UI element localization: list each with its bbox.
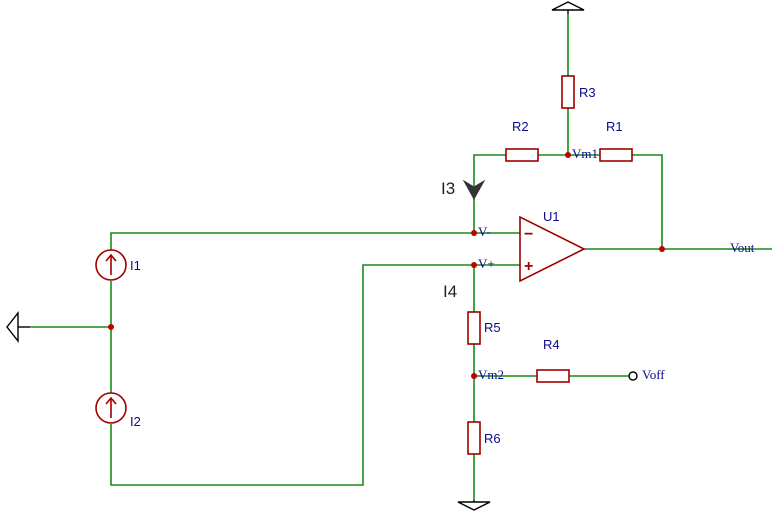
resistor-r5	[467, 311, 481, 345]
net-label-vm1: Vm1	[572, 146, 598, 161]
net-label-vplus: V+	[478, 256, 495, 271]
resistor-r3	[561, 75, 575, 109]
junctions	[108, 152, 665, 379]
resistor-r6	[467, 421, 481, 455]
label-i1: I1	[130, 258, 141, 273]
current-probe-i3-arrow-icon	[462, 179, 486, 201]
junction-vplus	[471, 262, 477, 268]
current-source-i1	[95, 249, 127, 281]
wires	[30, 14, 772, 500]
label-r5: R5	[484, 320, 501, 335]
wire-r1-right	[632, 154, 663, 249]
label-r3: R3	[579, 85, 596, 100]
resistor-r4	[536, 369, 570, 383]
current-source-i2	[95, 392, 127, 424]
ground-icon-bottom	[457, 500, 491, 511]
label-r6: R6	[484, 431, 501, 446]
net-label-voff: Voff	[642, 367, 665, 382]
resistor-r2	[505, 148, 539, 162]
wire-i2-bottom	[110, 264, 474, 486]
ground-icon-top	[551, 1, 585, 14]
label-i2: I2	[130, 414, 141, 429]
opamp-inverting-sign: −	[524, 226, 533, 243]
probe-label-i4: I4	[443, 282, 457, 301]
opamp-noninverting-sign: +	[524, 258, 533, 275]
wire-r2-left	[473, 154, 506, 190]
resistor-r1	[599, 148, 633, 162]
terminal-voff-icon	[628, 371, 638, 381]
junction-vout	[659, 246, 665, 252]
junction-vm1	[565, 152, 571, 158]
junction-ground-left	[108, 324, 114, 330]
label-r4: R4	[543, 337, 560, 352]
junction-vm2	[471, 373, 477, 379]
net-label-vout: Vout	[730, 240, 755, 255]
ground-icon-left	[6, 310, 30, 344]
net-label-vm2: Vm2	[478, 367, 504, 382]
junction-vminus	[471, 230, 477, 236]
label-r2: R2	[512, 119, 529, 134]
opamp-u1	[519, 215, 586, 283]
net-label-vminus: V-	[478, 224, 491, 239]
label-r1: R1	[606, 119, 623, 134]
label-u1: U1	[543, 209, 560, 224]
probe-label-i3: I3	[441, 179, 455, 198]
wire-i1-top	[110, 232, 474, 250]
